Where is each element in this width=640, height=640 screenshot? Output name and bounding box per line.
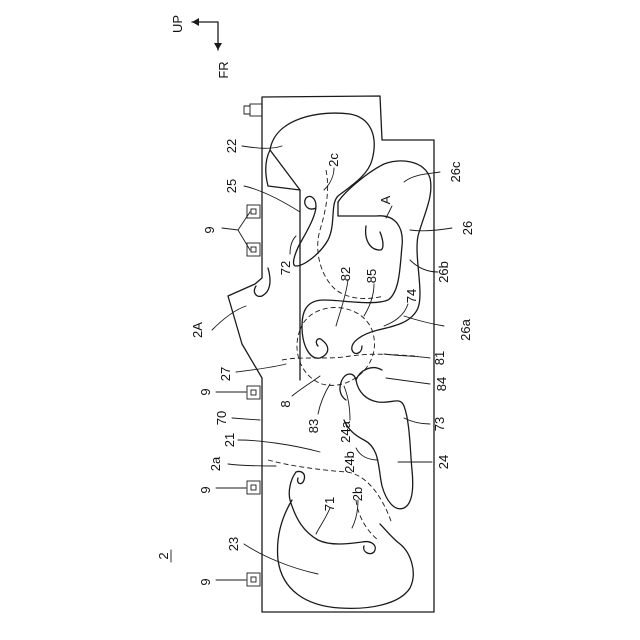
fr-label: FR (216, 61, 231, 78)
label-84: 84 (434, 377, 449, 391)
fr-arrow-head (214, 43, 222, 50)
label-21: 21 (222, 433, 237, 447)
label-9-mid: 9 (198, 388, 213, 395)
mount-boss-9-upper-b (247, 243, 260, 256)
label-2a: 2a (208, 456, 223, 471)
passage-26 (302, 161, 431, 358)
label-9-lower: 9 (198, 486, 213, 493)
label-23: 23 (226, 537, 241, 551)
label-22: 22 (224, 139, 239, 153)
label-9-upper: 9 (202, 226, 217, 233)
figure-label: 2 (156, 552, 171, 559)
top-fastener (244, 104, 262, 116)
label-26a: 26a (458, 318, 473, 340)
label-70: 70 (214, 411, 229, 425)
mount-boss-9-bottom (247, 573, 260, 586)
figure-reference: 2 (156, 550, 171, 562)
label-8: 8 (278, 400, 293, 407)
passage-22 (266, 113, 374, 266)
label-26c: 26c (448, 161, 463, 182)
label-83: 83 (306, 419, 321, 433)
mount-boss-9-lower (247, 481, 260, 494)
label-A: A (378, 195, 393, 204)
orientation-indicator: UP FR (170, 15, 231, 79)
label-2c: 2c (326, 153, 341, 167)
leader-lines (212, 146, 452, 580)
label-24b: 24b (342, 451, 357, 473)
label-24: 24 (436, 455, 451, 469)
label-74: 74 (404, 289, 419, 303)
flow-line-lower (268, 460, 392, 524)
flow-line-core-circle (297, 308, 375, 386)
passage-23 (278, 471, 414, 608)
label-27: 27 (218, 367, 233, 381)
label-72: 72 (278, 261, 293, 275)
label-85: 85 (364, 269, 379, 283)
label-71: 71 (322, 497, 337, 511)
up-arrow-head (192, 18, 199, 26)
housing-outline (228, 96, 434, 612)
up-label: UP (170, 15, 185, 33)
mount-boss-9-upper-a (247, 205, 260, 218)
label-24a: 24a (338, 420, 353, 442)
label-25: 25 (224, 179, 239, 193)
label-26b: 26b (436, 261, 451, 283)
label-9-bottom: 9 (198, 578, 213, 585)
label-81: 81 (432, 351, 447, 365)
label-26: 26 (460, 221, 475, 235)
mount-boss-9-mid (247, 386, 260, 399)
label-2b: 2b (350, 487, 365, 501)
flow-line-2b (356, 500, 378, 540)
label-82: 82 (338, 267, 353, 281)
orientation-arrow-lines (192, 22, 218, 50)
label-2A: 2A (190, 322, 205, 338)
label-73: 73 (432, 417, 447, 431)
